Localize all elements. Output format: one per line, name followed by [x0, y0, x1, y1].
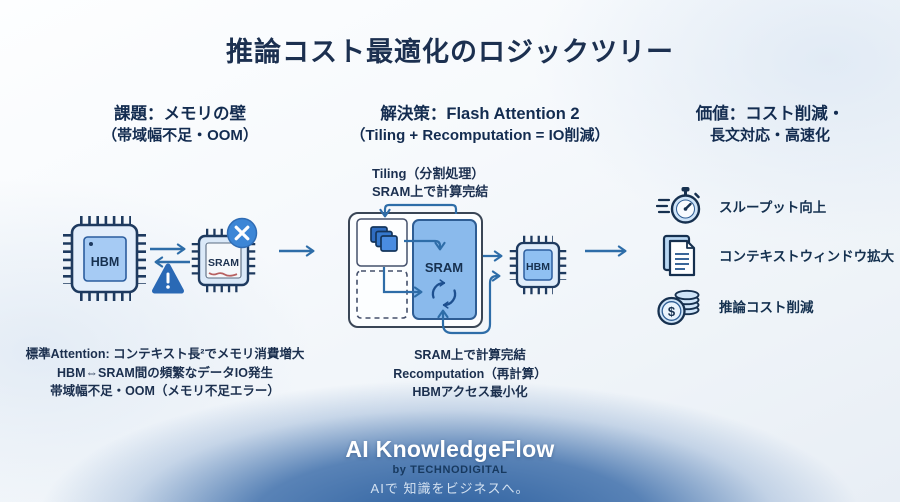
hbm-chip-middle: HBM — [509, 235, 567, 295]
solution-note-line1: SRAM上で計算完結 — [414, 348, 526, 362]
problem-note-line2: HBM⇔SRAM間の頻繁なデータIO発生 — [57, 365, 273, 380]
sram-block-label: SRAM — [425, 260, 463, 275]
value-label-context: コンテキストウィンドウ拡大 — [719, 249, 895, 264]
problem-note-line1: 標準Attention: コンテキスト長²でメモリ消費増大 — [25, 347, 305, 361]
hbm-middle-label: HBM — [526, 261, 550, 273]
error-x-badge — [226, 217, 258, 249]
hbm-chip-left: HBM — [63, 216, 146, 301]
flash-attention-container: SRAM — [348, 212, 483, 328]
value-item-context: コンテキストウィンドウ拡大 — [656, 231, 894, 279]
solution-note-line2: Recomputation（再計算） — [393, 366, 547, 381]
dollar-symbol: $ — [668, 304, 676, 319]
sram-left-label: SRAM — [208, 257, 239, 269]
value-label-throughput: スループット向上 — [719, 200, 827, 215]
brand-byline: by TECHNODIGITAL — [392, 464, 508, 476]
warning-icon — [152, 263, 184, 294]
coins-icon: $ — [657, 289, 700, 326]
problem-note-line3: 帯域幅不足・OOM（メモリ不足エラー） — [50, 384, 280, 398]
brand-tagline: AIで 知識をビジネスへ。 — [370, 481, 530, 496]
document-icon — [662, 234, 696, 277]
problem-notes: 標準Attention: コンテキスト長²でメモリ消費増大 HBM⇔SRAM間の… — [10, 345, 320, 401]
hbm-left-label: HBM — [91, 255, 119, 269]
stopwatch-icon — [656, 187, 701, 224]
value-item-throughput: スループット向上 — [656, 185, 826, 227]
solution-notes: SRAM上で計算完結 Recomputation（再計算） HBMアクセス最小化 — [345, 346, 595, 402]
solution-note-line3: HBMアクセス最小化 — [412, 385, 528, 399]
value-item-cost: $ 推論コスト削減 — [656, 286, 814, 326]
value-label-cost: 推論コスト削減 — [719, 300, 814, 315]
brand-logo-text: AI KnowledgeFlow — [345, 436, 555, 462]
